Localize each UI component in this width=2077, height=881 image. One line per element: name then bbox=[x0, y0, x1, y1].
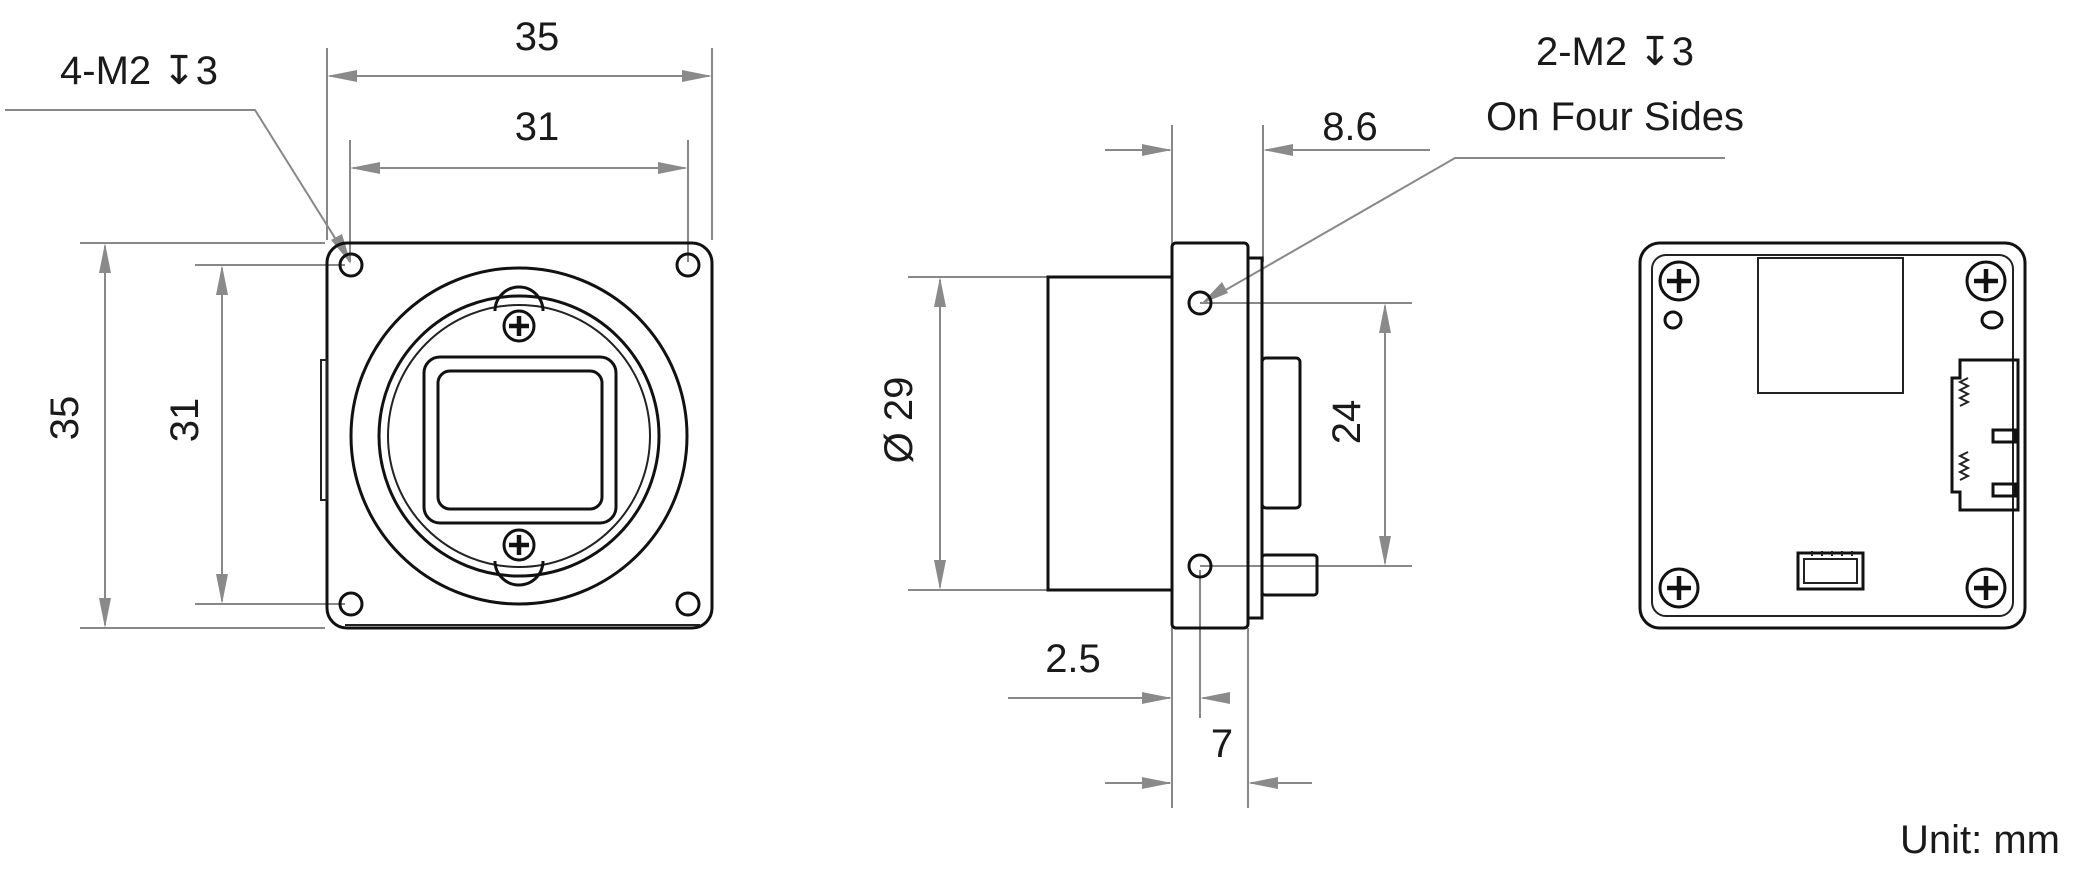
dim-hole-spacing bbox=[1379, 303, 1391, 566]
usb-connector bbox=[1950, 358, 2020, 512]
corner-hole-icon bbox=[338, 252, 701, 617]
mount-screw-top bbox=[493, 285, 545, 343]
units-label: Unit: mm bbox=[1900, 818, 2060, 862]
hole-note-leader bbox=[5, 109, 351, 264]
side-lens-mount bbox=[1046, 275, 1174, 592]
side-hole-note-leader bbox=[1201, 157, 1725, 304]
rear-screw-icon bbox=[1965, 260, 2007, 302]
dim-label-diameter: Ø 29 bbox=[877, 377, 921, 464]
dim-width-outer bbox=[327, 70, 712, 82]
lens-mount-outer-ring bbox=[349, 266, 689, 606]
status-led-icon bbox=[1980, 310, 2004, 330]
rear-screw-icon bbox=[1965, 567, 2007, 609]
dim-depth-front bbox=[1105, 144, 1430, 156]
sensor-window-inner bbox=[436, 369, 604, 511]
lens-mount-inner-ring bbox=[377, 294, 661, 578]
side-rear-pin bbox=[1260, 553, 1319, 597]
dim-label-height-outer: 35 bbox=[43, 396, 87, 441]
dim-height-hole bbox=[216, 265, 228, 604]
front-body-outline bbox=[325, 241, 714, 630]
sensor-window-outer bbox=[422, 355, 618, 525]
rear-screw-icon bbox=[1658, 260, 1700, 302]
lens-mount-step-ring bbox=[387, 304, 651, 568]
status-led-icon bbox=[1663, 310, 1683, 330]
side-rear-connector bbox=[1260, 356, 1302, 510]
side-hole-icon bbox=[1187, 290, 1213, 316]
rear-screw-icon bbox=[1658, 567, 1700, 609]
dim-label-hole-spacing: 24 bbox=[1325, 400, 1369, 445]
side-rear-plate bbox=[1246, 256, 1264, 620]
dim-label-flange-offset: 2.5 bbox=[1045, 637, 1101, 681]
hole-note-label: 4-M2 ↧3 bbox=[60, 49, 218, 93]
dim-body-depth bbox=[1105, 777, 1312, 789]
dim-height-outer bbox=[99, 243, 111, 628]
side-hole-note-line1: 2-M2 ↧3 bbox=[1536, 30, 1694, 74]
dim-width-hole bbox=[350, 162, 688, 174]
jst-connector bbox=[1796, 551, 1865, 591]
dim-label-width-hole: 31 bbox=[515, 105, 560, 149]
mount-screw-bottom bbox=[493, 528, 545, 587]
dim-label-body-depth: 7 bbox=[1211, 722, 1233, 766]
rear-body-inset bbox=[1651, 254, 2014, 617]
rear-view bbox=[1638, 241, 2027, 630]
dim-label-depth-front: 8.6 bbox=[1322, 105, 1378, 149]
dim-label-width-outer: 35 bbox=[515, 15, 560, 59]
side-hole-note-line2: On Four Sides bbox=[1486, 95, 1744, 139]
side-view: 2-M2 ↧3 On Four Sides 8.6 Ø 29 24 2.5 7 bbox=[877, 30, 1744, 808]
front-side-tab bbox=[320, 359, 328, 501]
dim-flange-offset bbox=[1008, 692, 1230, 704]
front-view: 4-M2 ↧3 35 31 35 31 bbox=[5, 15, 714, 630]
dim-diameter bbox=[934, 277, 946, 590]
rear-label-area bbox=[1757, 257, 1904, 394]
side-hole-icon bbox=[1187, 553, 1213, 579]
dim-label-height-hole: 31 bbox=[163, 398, 207, 443]
rear-body-outline bbox=[1638, 241, 2027, 630]
